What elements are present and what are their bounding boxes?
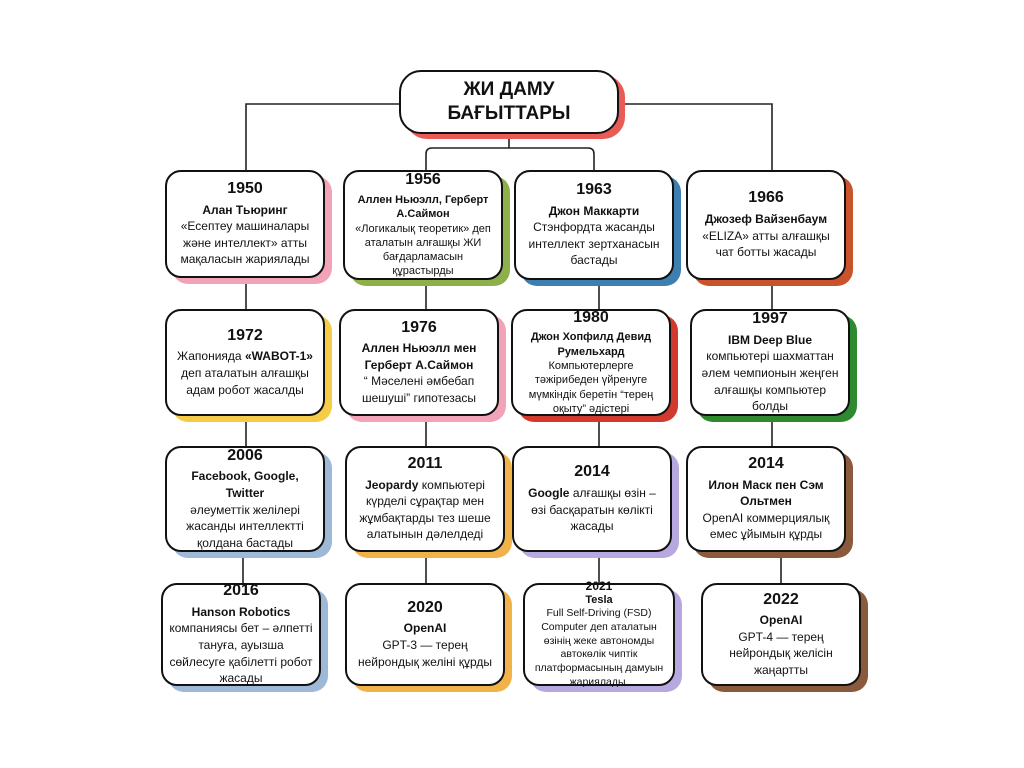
- title-line-2: БАҒЫТТАРЫ: [447, 103, 571, 124]
- card-description: Жапонияда «WABOT-1» деп аталатын алғашқы…: [173, 348, 317, 398]
- card-year: 2020: [407, 598, 443, 616]
- card-1980: 1980 Джон Хопфилд Девид Румельхард Компь…: [511, 309, 671, 416]
- card-year: 2016: [223, 582, 259, 600]
- card-year: 2021: [585, 578, 613, 593]
- card-2020: 2020 OpenAI GPT-3 — терең нейрондық желі…: [345, 583, 505, 686]
- card-year: 2006: [227, 446, 263, 464]
- title-line-1: ЖИ ДАМУ: [463, 79, 555, 101]
- card-person: OpenAI: [759, 613, 803, 628]
- card-person: OpenAI: [403, 621, 447, 636]
- card-1997: 1997 IBM Deep Blue компьютері шахматтан …: [690, 309, 850, 416]
- card-description: Компьютерлерге тәжірибеден үйренуге мүмк…: [528, 360, 654, 415]
- card-year: 1980: [573, 308, 609, 326]
- card-description: Google алғашқы өзін – өзі басқаратын көл…: [520, 485, 664, 535]
- card-2014-openai: 2014 Илон Маск пен Сэм Ольтмен OpenAI ко…: [686, 446, 846, 552]
- card-description: «Логикалық теоретик» деп аталатын алғашқ…: [355, 222, 491, 278]
- desc-text: компьютері шахматтан әлем чемпионын жеңг…: [701, 349, 839, 414]
- card-person: Аллен Ньюэлл мен Герберт А.Саймон: [361, 341, 477, 372]
- card-person: Facebook, Google, Twitter: [191, 469, 299, 500]
- card-description: әлеуметтік желілері жасанды интеллектті …: [186, 502, 304, 550]
- card-person: Hanson Robotics: [191, 604, 291, 619]
- desc-highlight: IBM Deep Blue: [727, 332, 812, 347]
- card-year: 2014: [748, 455, 784, 473]
- card-1950: 1950 Алан Тьюринг «Есептеу машиналары жә…: [165, 170, 325, 278]
- card-2022: 2022 OpenAI GPT-4 — терең нейрондық желі…: [701, 583, 861, 686]
- card-person: Алан Тьюринг: [202, 202, 288, 217]
- card-2014-google: 2014 Google алғашқы өзін – өзі басқараты…: [512, 446, 672, 552]
- card-description: OpenAI коммерциялық емес ұйымын құрды: [702, 510, 830, 542]
- card-2011: 2011 Jeopardy компьютері күрделі сұрақта…: [345, 446, 505, 552]
- card-description: GPT-4 — терең нейрондық желісін жаңартты: [729, 629, 833, 677]
- card-description: “ Мәселені әмбебап шешуші” гипотезасы: [361, 374, 477, 405]
- card-description: GPT-3 — терең нейрондық желіні құрды: [357, 638, 493, 669]
- card-1963: 1963 Джон Маккарти Стэнфордта жасанды ин…: [514, 170, 674, 280]
- card-year: 1972: [227, 326, 263, 344]
- card-year: 2014: [574, 463, 610, 481]
- card-description: «Есептеу машиналары және интеллект» атты…: [180, 219, 310, 267]
- card-description: «ELIZA» атты алғашқы чат ботты жасады: [702, 228, 830, 260]
- card-person: Джон Маккарти: [548, 203, 640, 218]
- desc-text: деп аталатын алғашқы адам робот жасалды: [181, 366, 309, 397]
- desc-highlight: «WABOT-1»: [244, 349, 313, 364]
- card-year: 2022: [763, 590, 799, 608]
- card-1972: 1972 Жапонияда «WABOT-1» деп аталатын ал…: [165, 309, 325, 416]
- desc-text: алғашқы өзін – өзі басқаратын көлікті жа…: [531, 485, 656, 534]
- card-person: Джон Хопфилд Девид Румельхард: [530, 331, 652, 358]
- card-person: Tesla: [585, 594, 613, 607]
- card-person: Илон Маск пен Сэм Ольтмен: [708, 477, 824, 509]
- card-2016: 2016 Hanson Robotics компаниясы бет – әл…: [161, 582, 321, 686]
- card-description: IBM Deep Blue компьютері шахматтан әлем …: [698, 332, 842, 415]
- card-person: Аллен Ньюэлл, Герберт А.Саймон: [357, 193, 489, 221]
- card-description: Full Self-Driving (FSD) Computer деп ата…: [534, 607, 664, 688]
- diagram-title: ЖИ ДАМУ БАҒЫТТАРЫ: [399, 70, 619, 134]
- card-description: компаниясы бет – әлпетті тануға, ауызша …: [169, 621, 313, 686]
- card-2006: 2006 Facebook, Google, Twitter әлеуметті…: [165, 446, 325, 552]
- card-1956: 1956 Аллен Ньюэлл, Герберт А.Саймон «Лог…: [343, 170, 503, 280]
- card-year: 1963: [576, 181, 612, 199]
- card-year: 1997: [752, 310, 788, 328]
- card-1966: 1966 Джозеф Вайзенбаум «ELIZA» атты алға…: [686, 170, 846, 280]
- card-2021: 2021 Tesla Full Self-Driving (FSD) Compu…: [523, 578, 675, 688]
- desc-highlight: Jeopardy: [365, 477, 419, 492]
- card-year: 1966: [748, 189, 784, 207]
- desc-text: компьютері күрделі сұрақтар мен жұмбақта…: [359, 477, 491, 542]
- card-description: Jeopardy компьютері күрделі сұрақтар мен…: [353, 477, 497, 543]
- card-1976: 1976 Аллен Ньюэлл мен Герберт А.Саймон “…: [339, 309, 499, 416]
- card-year: 1950: [227, 180, 263, 198]
- card-year: 1956: [405, 171, 441, 189]
- card-year: 1976: [401, 318, 437, 336]
- card-description: Стэнфордта жасанды интеллект зертханасын…: [528, 220, 660, 268]
- desc-text: Жапонияда: [177, 349, 245, 364]
- card-person: Джозеф Вайзенбаум: [704, 211, 828, 226]
- card-year: 2011: [407, 455, 443, 473]
- desc-highlight: Google: [528, 485, 570, 500]
